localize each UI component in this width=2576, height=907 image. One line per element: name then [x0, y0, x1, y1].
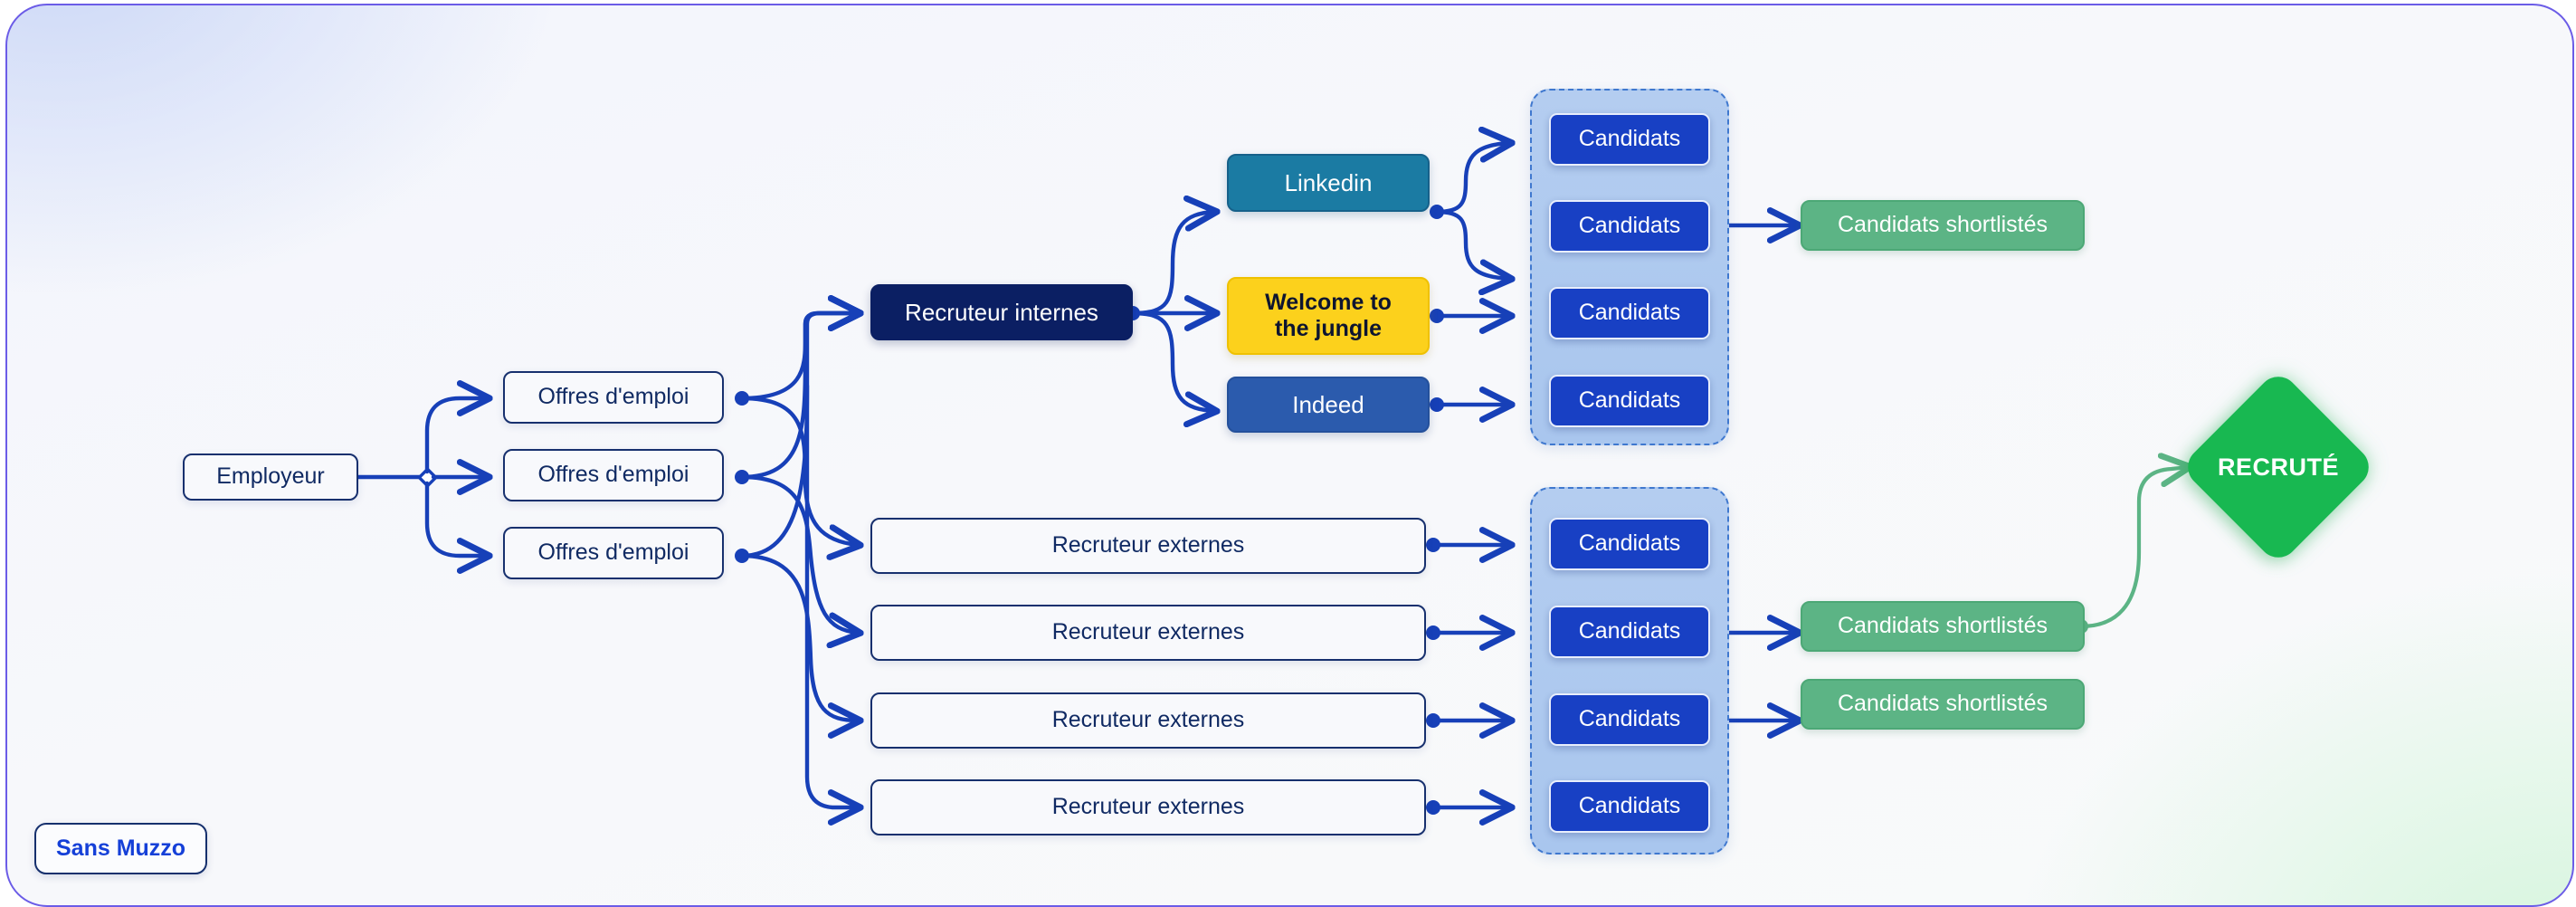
brand-badge[interactable]: Sans Muzzo — [34, 823, 208, 874]
node-recruteur-externe-1-label: Recruteur externes — [1051, 532, 1245, 559]
node-offre-emploi-1[interactable]: Offres d'emploi — [503, 371, 724, 424]
node-candidat-internal-1-label: Candidats — [1578, 126, 1681, 152]
node-shortlist-external-2-label: Candidats shortlistés — [1837, 691, 2048, 717]
node-candidat-external-3-label: Candidats — [1578, 706, 1681, 732]
node-employeur-label: Employeur — [216, 463, 325, 490]
node-offre-emploi-2[interactable]: Offres d'emploi — [503, 449, 724, 501]
node-recruteur-externe-3-label: Recruteur externes — [1051, 707, 1245, 733]
node-shortlist-internal-1-label: Candidats shortlistés — [1837, 212, 2048, 238]
node-job-board-linkedin[interactable]: Linkedin — [1227, 154, 1430, 212]
node-candidat-external-2[interactable]: Candidats — [1549, 606, 1710, 658]
brand-badge-label: Sans Muzzo — [56, 835, 186, 861]
node-candidat-internal-1[interactable]: Candidats — [1549, 113, 1710, 166]
node-shortlist-internal-1[interactable]: Candidats shortlistés — [1801, 200, 2085, 251]
node-candidat-internal-2-label: Candidats — [1578, 213, 1681, 239]
node-candidat-internal-4-label: Candidats — [1578, 387, 1681, 414]
node-shortlist-external-1[interactable]: Candidats shortlistés — [1801, 601, 2085, 652]
node-job-board-wttj-label: Welcome to the jungle — [1265, 289, 1392, 342]
node-offre-emploi-2-label: Offres d'emploi — [537, 462, 689, 488]
node-recruteur-externe-4[interactable]: Recruteur externes — [870, 779, 1426, 835]
node-candidat-external-1[interactable]: Candidats — [1549, 518, 1710, 570]
diagram-canvas[interactable]: Employeur Offres d'emploi Offres d'emplo… — [5, 4, 2574, 907]
node-recruteur-externe-2-label: Recruteur externes — [1051, 619, 1245, 645]
node-recruteur-externe-2[interactable]: Recruteur externes — [870, 605, 1426, 661]
node-candidat-internal-3-label: Candidats — [1578, 300, 1681, 326]
node-shortlist-external-2[interactable]: Candidats shortlistés — [1801, 679, 2085, 730]
node-offre-emploi-3-label: Offres d'emploi — [537, 539, 689, 566]
node-candidat-internal-2[interactable]: Candidats — [1549, 200, 1710, 253]
node-offre-emploi-1-label: Offres d'emploi — [537, 384, 689, 410]
node-candidat-external-1-label: Candidats — [1578, 530, 1681, 557]
node-job-board-wttj[interactable]: Welcome to the jungle — [1227, 277, 1430, 355]
node-recruteur-internes-label: Recruteur internes — [905, 298, 1098, 326]
node-employeur[interactable]: Employeur — [183, 454, 358, 501]
node-recruited-diamond[interactable]: RECRUTÉ — [2179, 368, 2378, 567]
node-job-board-indeed-label: Indeed — [1292, 390, 1364, 418]
node-candidat-external-4[interactable]: Candidats — [1549, 780, 1710, 833]
node-candidat-external-3[interactable]: Candidats — [1549, 693, 1710, 746]
node-offre-emploi-3[interactable]: Offres d'emploi — [503, 527, 724, 579]
node-recruteur-internes[interactable]: Recruteur internes — [870, 284, 1133, 340]
node-candidat-external-4-label: Candidats — [1578, 793, 1681, 819]
node-shortlist-external-1-label: Candidats shortlistés — [1837, 613, 2048, 639]
node-job-board-linkedin-label: Linkedin — [1284, 168, 1373, 196]
node-candidat-internal-4[interactable]: Candidats — [1549, 375, 1710, 427]
node-candidat-internal-3[interactable]: Candidats — [1549, 287, 1710, 339]
node-recruteur-externe-1[interactable]: Recruteur externes — [870, 518, 1426, 574]
node-job-board-indeed[interactable]: Indeed — [1227, 377, 1430, 433]
node-recruteur-externe-4-label: Recruteur externes — [1051, 794, 1245, 820]
node-candidat-external-2-label: Candidats — [1578, 618, 1681, 644]
node-recruited-label: RECRUTÉ — [2217, 453, 2339, 481]
node-recruteur-externe-3[interactable]: Recruteur externes — [870, 692, 1426, 749]
